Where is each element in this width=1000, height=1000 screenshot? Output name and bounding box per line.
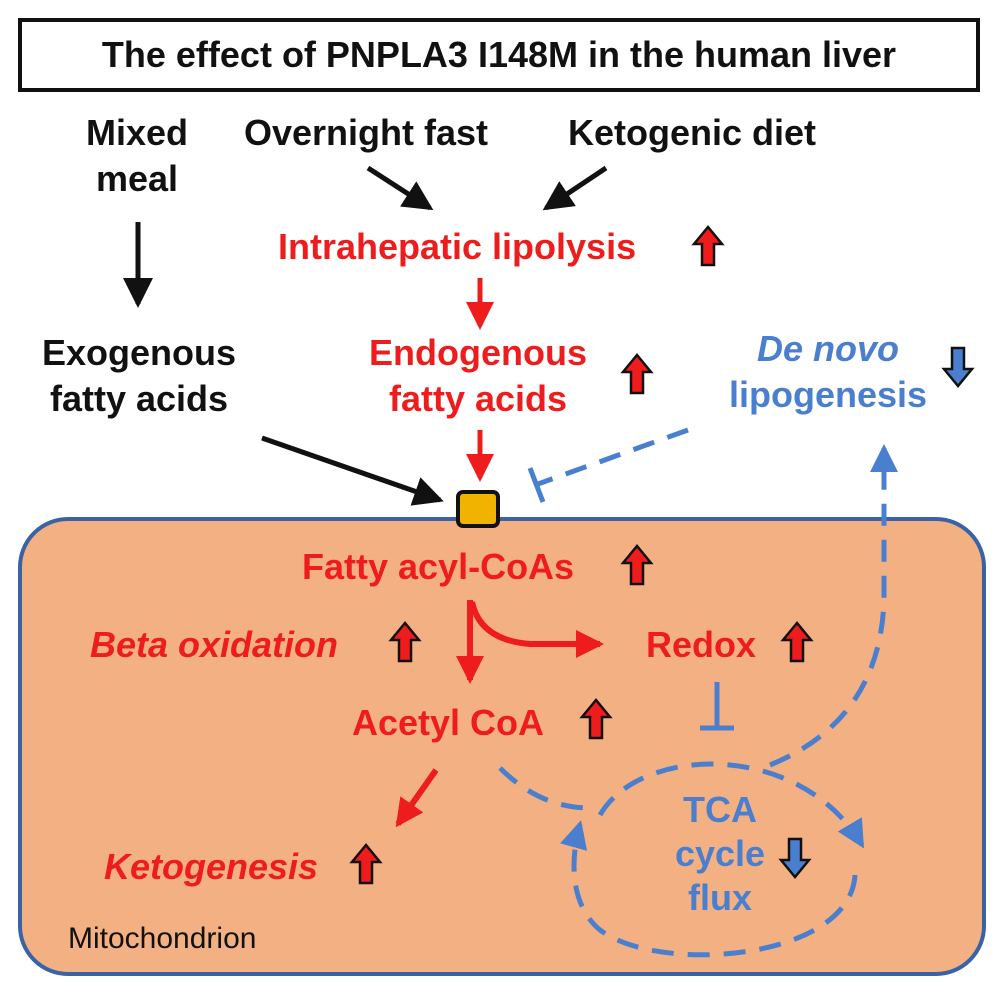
exogenous-fatty-acids-label: Exogenous fatty acids (41, 332, 237, 419)
acetyl-coa-label: Acetyl CoA (352, 702, 545, 743)
mitochondrion-compartment (18, 517, 986, 976)
overnight-fast-label: Overnight fast (244, 112, 489, 153)
de-novo-lipogenesis-label: De novo lipogenesis (728, 328, 928, 415)
endogenous-fatty-acids-label: Endogenous fatty acids (369, 332, 587, 419)
redox-label: Redox (646, 624, 757, 665)
ketogenic-diet-label: Ketogenic diet (568, 112, 817, 153)
up-arrow-icon (620, 353, 654, 395)
up-arrow-icon (349, 843, 383, 885)
down-arrow-icon (778, 837, 812, 879)
inhibition-lipogenesis-to-transporter (537, 427, 689, 487)
arrow-acyl-coa-to-redox (469, 601, 604, 658)
mixed-meal-label: Mixed meal (85, 112, 189, 199)
arrow-acetyl-coa-into-tca (498, 766, 591, 811)
tca-cycle-loop (597, 761, 865, 849)
arrow-exogenous-to-transporter (261, 435, 444, 506)
diagram-title: The effect of PNPLA3 I148M in the human … (101, 34, 897, 75)
title-box: The effect of PNPLA3 I148M in the human … (18, 18, 980, 92)
up-arrow-icon (620, 544, 654, 586)
arrow-tca-to-lipogenesis (769, 444, 898, 768)
ketogenesis-label: Ketogenesis (104, 846, 319, 887)
mitochondrion-label: Mitochondrion (68, 922, 257, 955)
intrahepatic-lipolysis-label: Intrahepatic lipolysis (278, 226, 637, 267)
up-arrow-icon (691, 225, 725, 267)
beta-oxidation-label: Beta oxidation (90, 624, 339, 665)
transporter-icon (456, 490, 500, 528)
arrow-fast-to-lipolysis (366, 165, 434, 211)
fatty-acyl-coas-label: Fatty acyl-CoAs (302, 546, 575, 587)
up-arrow-icon (388, 621, 422, 663)
tca-cycle-loop-lower (560, 820, 858, 958)
up-arrow-icon (579, 698, 613, 740)
tca-cycle-flux-label: TCA cycle flux (674, 789, 766, 918)
inhibition-bar-transporter (527, 467, 546, 503)
down-arrow-icon (941, 346, 975, 388)
arrow-acetyl-coa-to-ketogenesis (395, 768, 439, 828)
arrow-keto-to-lipolysis (542, 165, 608, 211)
up-arrow-icon (780, 621, 814, 663)
